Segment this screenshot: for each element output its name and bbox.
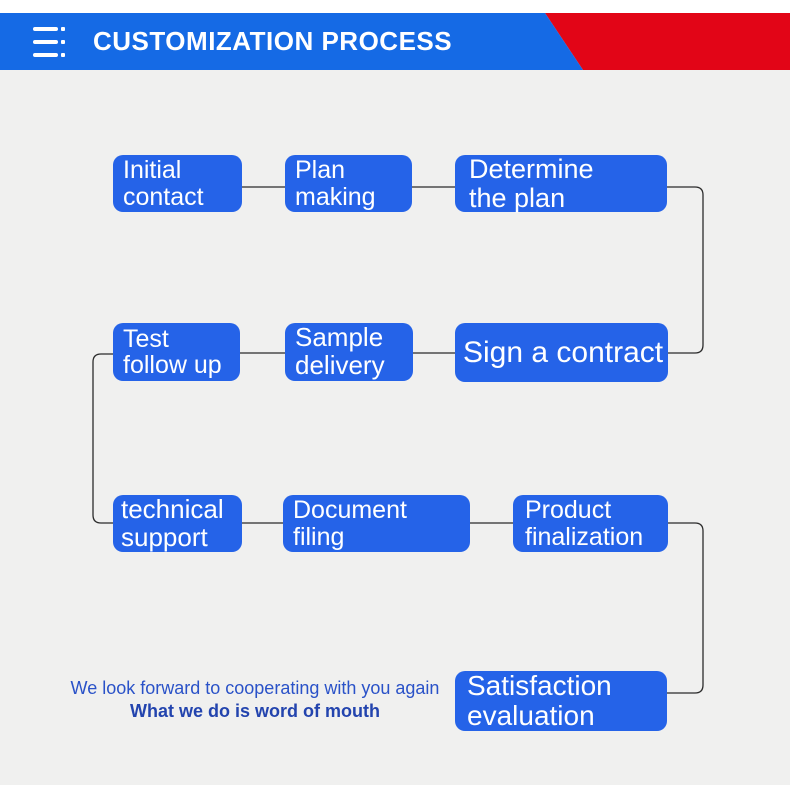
flow-box-label: Satisfaction [467,670,612,702]
flow-box-plan-making: Plan making [285,155,412,212]
flow-box-initial-contact: Initial contact [113,155,242,212]
flow-box-label: Document [293,496,407,524]
flow-box-determine-the-plan: Determine the plan [455,155,667,212]
flow-box-satisfaction-evaluation: Satisfaction evaluation [455,671,667,731]
flow-box-label: the plan [469,182,566,213]
flow-box-test-follow-up: Test follow up [113,323,240,381]
flow-box-label: delivery [295,350,385,380]
flow-box-label: Product [525,496,612,524]
footer-line-1: We look forward to cooperating with you … [70,678,440,698]
flow-box-label: finalization [525,522,644,551]
flow-box-technical-support: technical support [113,495,242,552]
flow-box-label: evaluation [467,700,595,731]
flow-box-label: contact [123,182,204,211]
page-title: CUSTOMIZATION PROCESS [93,26,453,56]
page-background [0,13,790,785]
flow-box-label: follow up [123,351,222,379]
footer-note: We look forward to cooperating with you … [35,677,475,723]
footer-line-2: What we do is word of mouth [130,701,380,721]
hamburger-menu-icon [33,27,67,57]
flow-box-label: technical [121,493,224,524]
flow-box-label: Plan [295,156,346,184]
flow-box-label: Initial [123,156,182,184]
flow-box-label: support [121,521,208,552]
header-bar: CUSTOMIZATION PROCESS [0,13,790,70]
bottom-white-strip [0,785,790,808]
flow-box-document-filing: Document filing [283,495,470,552]
flow-box-label: Determine [469,153,594,184]
flow-box-label: filing [293,522,345,551]
flow-box-label: making [295,182,376,211]
flow-box-product-finalization: Product finalization [513,495,668,552]
flow-box-label: Test [123,324,169,353]
flow-box-label: Sign a contract [463,335,664,369]
flow-box-label: Sample [295,322,384,353]
header-blue-bar [0,13,583,70]
flow-box-sample-delivery: Sample delivery [285,323,413,381]
flow-box-sign-a-contract: Sign a contract [455,323,668,382]
header-red-accent [545,13,790,70]
